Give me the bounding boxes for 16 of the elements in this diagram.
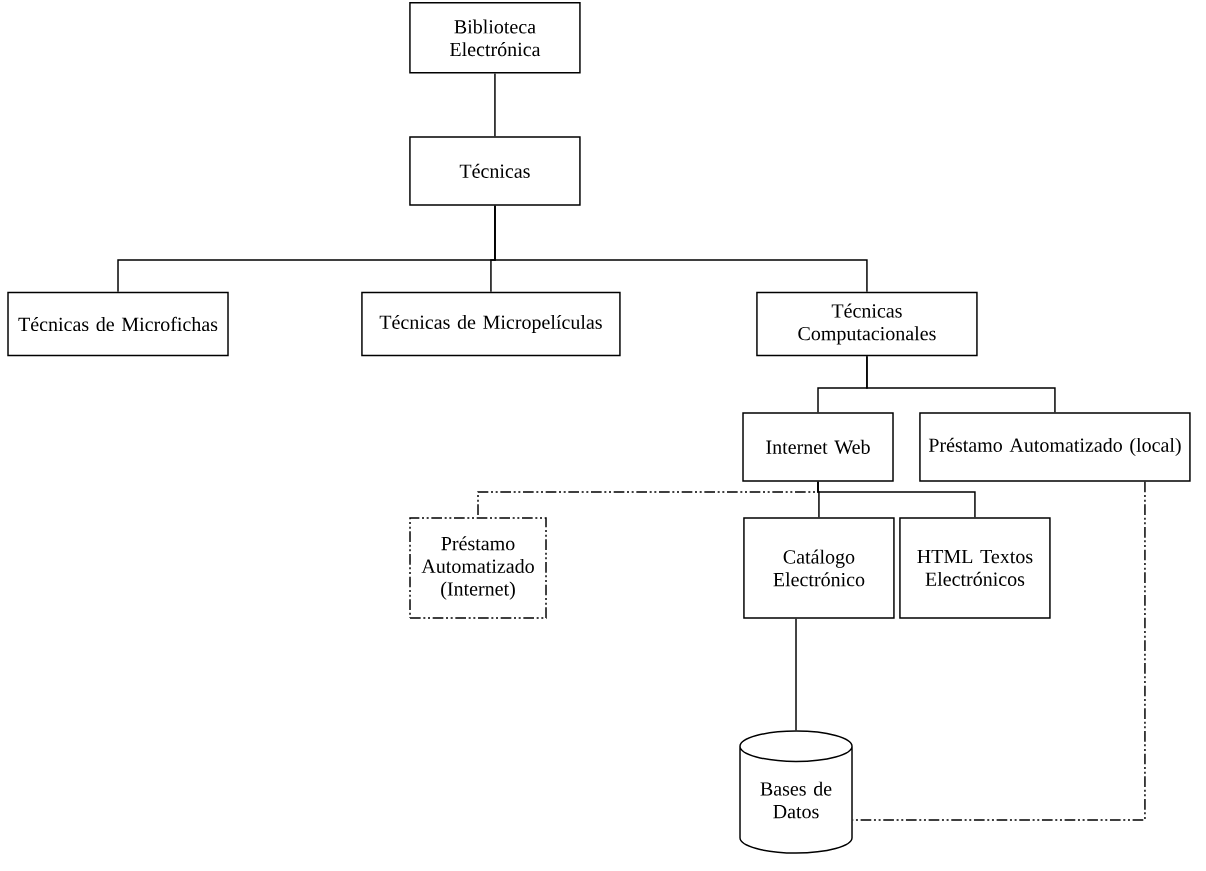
process-box: HTML Textos Electrónicos xyxy=(899,517,1051,619)
process-box: Préstamo Automatizado (local) xyxy=(919,412,1191,482)
connector-line xyxy=(494,204,868,293)
connector-line xyxy=(817,480,976,518)
process-box: Técnicas xyxy=(409,136,581,206)
process-box: Técnicas de Micropelículas xyxy=(361,291,621,357)
database-cylinder: Bases de Datos xyxy=(739,730,853,854)
process-box: Catálogo Electrónico xyxy=(743,517,895,619)
process-box: Técnicas Computacionales xyxy=(756,291,978,357)
connector-line xyxy=(866,355,1056,413)
process-box: Técnicas de Microfichas xyxy=(7,291,229,357)
connector-line xyxy=(494,72,496,137)
connector-line xyxy=(795,618,797,732)
process-box: Biblioteca Electrónica xyxy=(409,2,581,74)
process-box: Internet Web xyxy=(742,412,894,482)
process-box: Préstamo Automatizado (Internet) xyxy=(409,517,547,619)
